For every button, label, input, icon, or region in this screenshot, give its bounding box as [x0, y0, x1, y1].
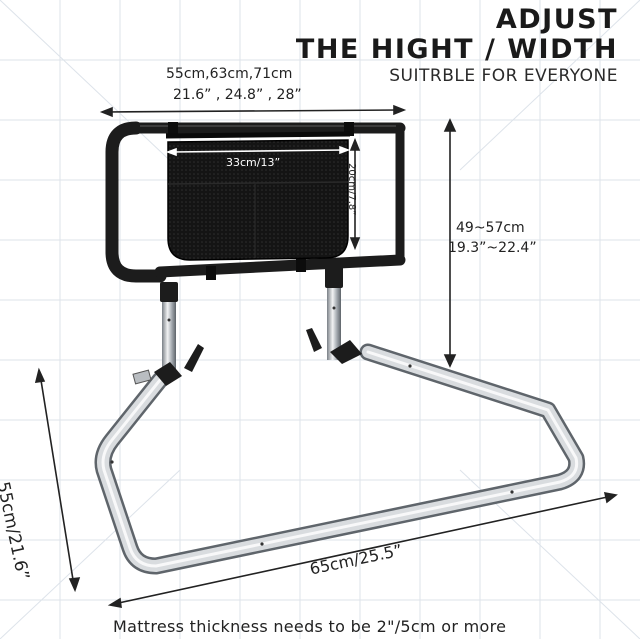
bag-height-label: 20cm/7.8”	[346, 163, 357, 216]
adjustable-posts	[132, 266, 362, 386]
top-width-cm-label: 55cm,63cm,71cm	[166, 66, 293, 82]
heading-adjust: ADJUST	[495, 4, 618, 35]
chrome-base-frame	[94, 343, 586, 575]
heading-hight-width: THE HIGHT / WIDTH	[295, 34, 618, 65]
mattress-note: Mattress thickness needs to be 2"/5cm or…	[113, 617, 507, 636]
measurement-arrows	[34, 104, 618, 608]
storage-bag	[165, 131, 351, 261]
height-in-label: 19.3”~22.4”	[448, 240, 537, 256]
bag-width-label: 33cm/13”	[226, 156, 281, 169]
heading-subtitle: SUITRBLE FOR EVERYONE	[389, 66, 618, 86]
top-width-in-label: 21.6” , 24.8” , 28”	[173, 87, 302, 103]
handle-frame	[105, 121, 406, 283]
height-cm-label: 49~57cm	[456, 220, 525, 236]
